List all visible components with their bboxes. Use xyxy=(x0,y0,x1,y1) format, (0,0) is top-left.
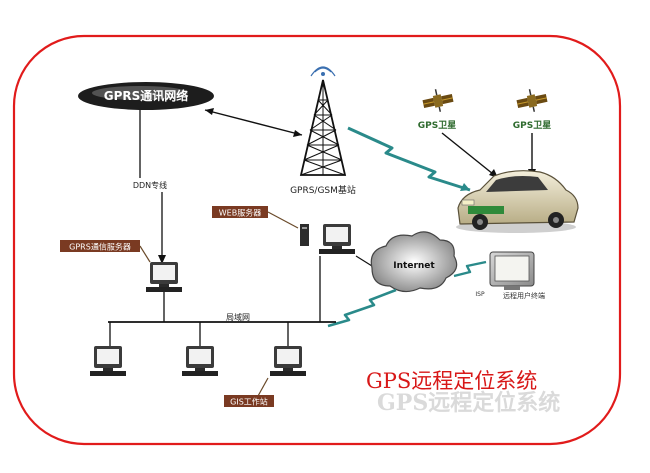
antenna-signal-icon xyxy=(310,66,336,77)
base-station-label: GPRS/GSM基站 xyxy=(290,184,356,196)
gis-workstation-callout: GIS工作站 xyxy=(224,377,274,407)
arrowhead-icon xyxy=(460,183,470,191)
arrowhead-icon xyxy=(293,130,302,137)
web-server-callout: WEB服务器 xyxy=(212,206,299,229)
isp-label: ISP xyxy=(475,291,485,298)
base-station-tower xyxy=(299,66,347,176)
gprs-server-computer xyxy=(146,262,182,292)
remote-client-computer xyxy=(489,251,535,290)
arrowhead-icon xyxy=(205,108,214,115)
wireless-link-station-car xyxy=(347,126,471,192)
web-server-label: WEB服务器 xyxy=(219,208,261,218)
lan-label: 局域网 xyxy=(226,312,250,322)
rounded-frame xyxy=(12,34,622,446)
remote-client-label: 远程用户终端 xyxy=(503,291,545,300)
workstation-2-computer xyxy=(182,346,218,376)
gis-workstation-label: GIS工作站 xyxy=(230,397,268,407)
wireless-link-internet-lan xyxy=(327,288,397,328)
gis-workstation-computer xyxy=(270,346,306,376)
caption-title: GPS远程定位系统 xyxy=(366,369,537,393)
vehicle-car xyxy=(456,170,579,233)
gprs-network-label: GPRS通讯网络 xyxy=(104,88,189,103)
workstation-1-computer xyxy=(90,346,126,376)
network-station-link xyxy=(204,109,303,136)
arrowhead-icon xyxy=(158,255,166,264)
gprs-network-node: GPRS通讯网络 xyxy=(78,82,214,110)
ddn-line-label: DDN专线 xyxy=(133,180,167,190)
satellite-1-label: GPS卫星 xyxy=(418,120,456,131)
gprs-server-label: GPRS通信服务器 xyxy=(69,242,131,252)
satellite-1-signal xyxy=(441,132,499,179)
satellite-2-label: GPS卫星 xyxy=(513,120,551,131)
wireless-link-internet-client xyxy=(453,260,487,278)
internet-cloud: Internet xyxy=(370,231,458,293)
internet-label: Internet xyxy=(393,261,435,271)
caption-shadow: GPS远程定位系统 xyxy=(377,390,560,416)
web-internet-link xyxy=(355,255,373,267)
gprs-server-callout: GPRS通信服务器 xyxy=(60,240,151,263)
